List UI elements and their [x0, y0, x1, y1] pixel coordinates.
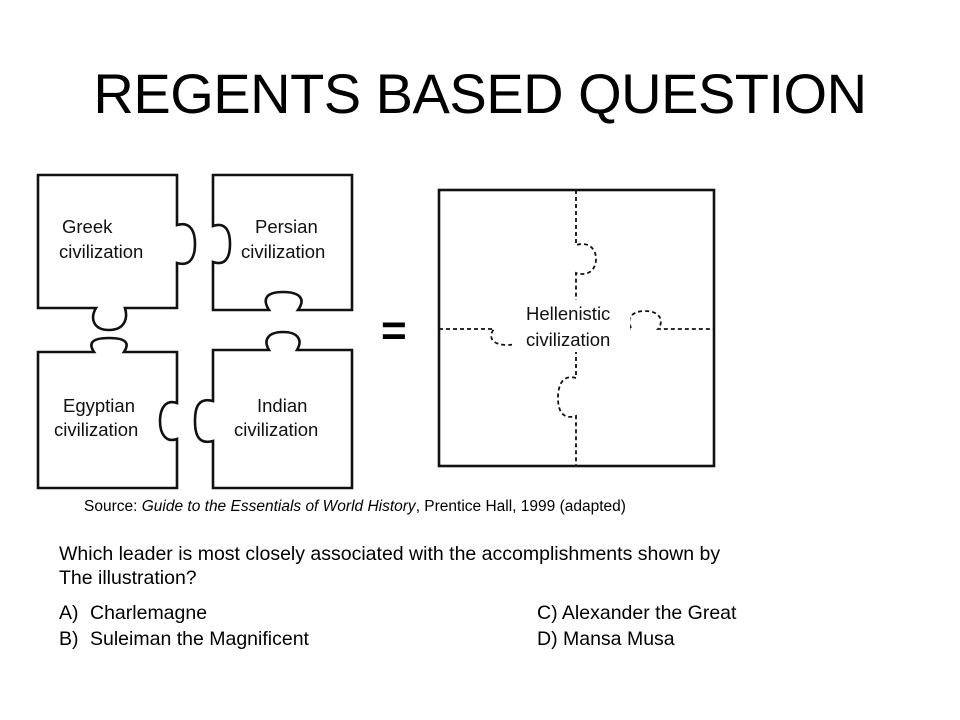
indian-label-1: Indian: [257, 395, 307, 416]
hellenistic-label-backdrop: [512, 300, 630, 352]
indian-label-2: civilization: [234, 419, 318, 440]
greek-label-1: Greek: [62, 216, 113, 237]
source-suffix: , Prentice Hall, 1999 (adapted): [415, 498, 626, 515]
choice-c-letter: C): [537, 602, 558, 624]
choice-b-text: Suleiman the Magnificent: [90, 628, 309, 650]
question-line-1: Which leader is most closely associated …: [59, 543, 721, 565]
choice-b: B) Suleiman the Magnificent: [59, 626, 309, 652]
greek-label-2: civilization: [59, 241, 143, 262]
choice-a: A) Charlemagne: [59, 600, 207, 626]
choice-b-letter: B): [59, 628, 79, 650]
persian-label-2: civilization: [241, 241, 325, 262]
source-prefix: Source:: [84, 498, 142, 515]
source-citation: Source: Guide to the Essentials of World…: [84, 497, 626, 517]
puzzle-illustration: Greek civilization Persian civilization …: [36, 173, 716, 490]
choice-d-text: Mansa Musa: [563, 628, 675, 650]
choice-a-text: Charlemagne: [90, 602, 208, 624]
indian-piece: [193, 330, 354, 490]
question-line-2: The illustration?: [59, 567, 197, 589]
choice-d-letter: D): [537, 628, 558, 650]
choice-a-letter: A): [59, 602, 79, 624]
hellenistic-seams: [439, 190, 714, 466]
hellenistic-label-2: civilization: [526, 329, 610, 350]
choice-d: D) Mansa Musa: [537, 626, 675, 652]
egyptian-label-1: Egyptian: [63, 395, 135, 416]
persian-piece: [211, 173, 354, 312]
slide-title: REGENTS BASED QUESTION: [93, 62, 867, 125]
equals-sign: =: [381, 306, 407, 355]
greek-piece: [36, 173, 197, 332]
persian-label-1: Persian: [255, 216, 318, 237]
egyptian-label-2: civilization: [54, 419, 138, 440]
choice-c-text: Alexander the Great: [561, 602, 737, 624]
source-work-title: Guide to the Essentials of World History: [141, 498, 416, 515]
hellenistic-label-1: Hellenistic: [526, 303, 610, 324]
choice-c: C) Alexander the Great: [537, 600, 736, 626]
question-text: Which leader is most closely associated …: [59, 542, 919, 590]
egyptian-piece: [36, 336, 179, 490]
